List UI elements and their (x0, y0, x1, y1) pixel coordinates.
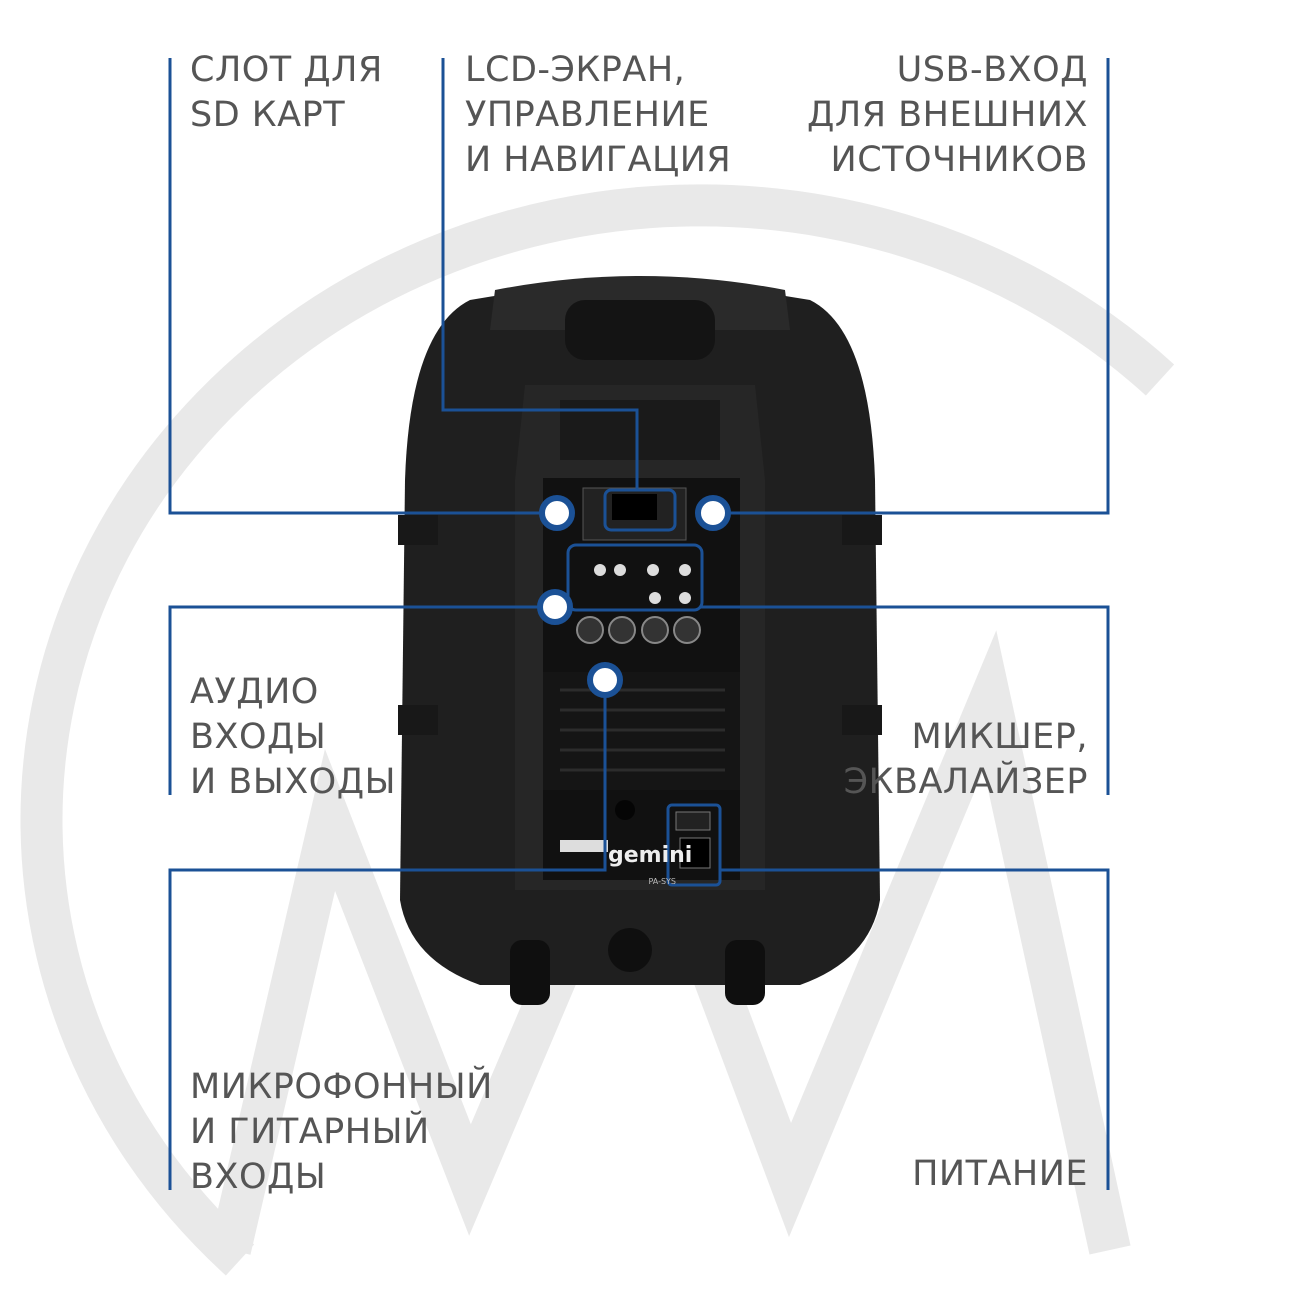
line-mic (168, 692, 607, 1190)
marker-sd-slot (539, 495, 575, 531)
label-line: СЛОТ ДЛЯ (190, 50, 383, 90)
callout-power: ПИТАНИЕ (912, 1152, 1088, 1197)
speaker-image (398, 276, 882, 1005)
line-mixer (700, 605, 1110, 795)
marker-audio (537, 589, 573, 625)
label-line: И НАВИГАЦИЯ (465, 140, 732, 180)
label-line: ДЛЯ ВНЕШНИХ (807, 95, 1088, 135)
label-line: АУДИО (190, 672, 319, 712)
line-power (720, 868, 1110, 1190)
callout-mic-guitar: МИКРОФОННЫЙ И ГИТАРНЫЙ ВХОДЫ (190, 1065, 493, 1200)
label-line: ПИТАНИЕ (912, 1154, 1088, 1194)
callout-lines (168, 58, 1110, 1190)
line-lcd (441, 58, 639, 490)
label-line: USB-ВХОД (896, 50, 1088, 90)
callout-lcd: LCD-ЭКРАН, УПРАВЛЕНИЕ И НАВИГАЦИЯ (465, 48, 731, 183)
callout-usb: USB-ВХОД ДЛЯ ВНЕШНИХ ИСТОЧНИКОВ (807, 48, 1088, 183)
label-line: LCD-ЭКРАН, (465, 50, 686, 90)
brand-logo: gemini (608, 843, 692, 868)
label-line: И ГИТАРНЫЙ (190, 1112, 430, 1152)
label-line: УПРАВЛЕНИЕ (465, 95, 710, 135)
line-sd-slot (168, 58, 545, 515)
label-line: И ВЫХОДЫ (190, 762, 396, 802)
power-highlight-box (666, 803, 722, 887)
label-line: ВХОДЫ (190, 1157, 327, 1197)
callout-mixer: МИКШЕР, ЭКВАЛАЙЗЕР (844, 715, 1088, 805)
line-audio (168, 605, 545, 795)
callout-audio-io: АУДИО ВХОДЫ И ВЫХОДЫ (190, 670, 396, 805)
label-line: МИКШЕР, (911, 717, 1088, 757)
label-line: ИСТОЧНИКОВ (830, 140, 1088, 180)
label-line: ВХОДЫ (190, 717, 327, 757)
mixer-highlight-box (566, 543, 704, 612)
label-line: ЭКВАЛАЙЗЕР (843, 762, 1088, 802)
marker-mic (587, 662, 623, 698)
lcd-highlight-box (603, 488, 677, 532)
label-line: МИКРОФОННЫЙ (190, 1067, 493, 1107)
model-label: PA-SYS (648, 877, 676, 886)
marker-usb (695, 495, 731, 531)
callout-markers (537, 495, 731, 698)
line-usb (725, 58, 1110, 515)
callout-sd-slot: СЛОТ ДЛЯ SD КАРТ (190, 48, 383, 138)
label-line: SD КАРТ (190, 95, 346, 135)
